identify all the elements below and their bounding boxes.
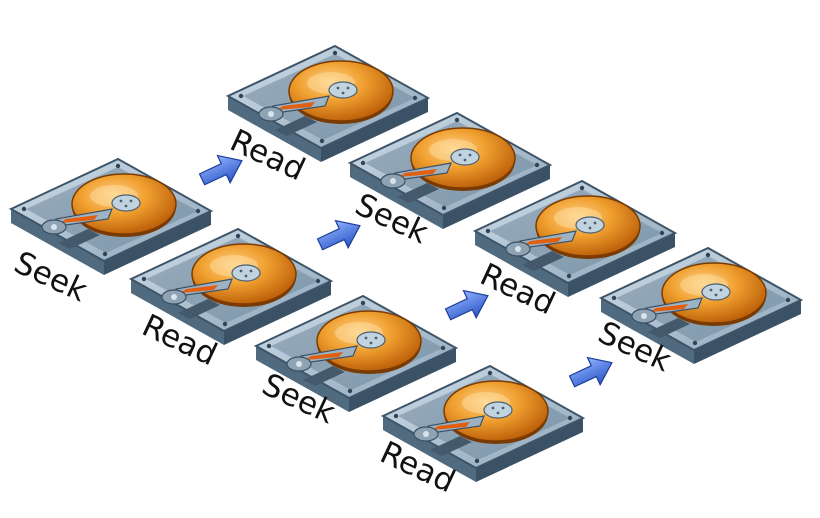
arrow-right-icon (565, 348, 619, 396)
